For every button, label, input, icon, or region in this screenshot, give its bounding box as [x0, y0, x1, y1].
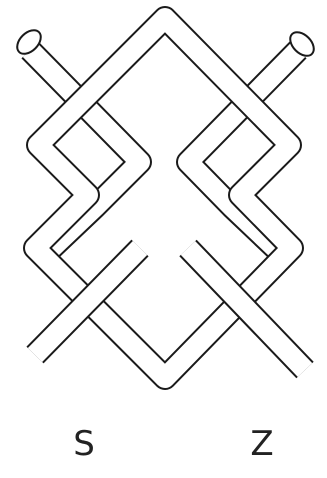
- s-label: S: [73, 424, 95, 464]
- z-label: Z: [250, 424, 273, 464]
